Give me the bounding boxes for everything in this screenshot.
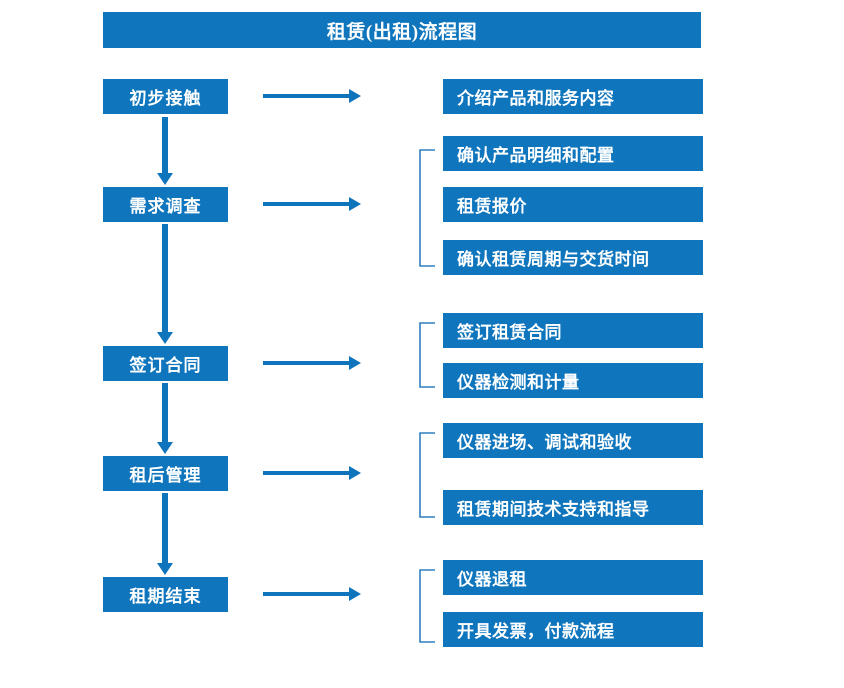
down-arrow-icon-1 [157,117,173,185]
stage-box-2[interactable]: 需求调查 [103,187,228,222]
group-bracket-3 [419,432,435,518]
detail-box-10[interactable]: 开具发票，付款流程 [443,612,703,647]
right-arrow-icon-2 [263,197,361,211]
right-arrow-icon-4 [263,466,361,480]
right-arrow-icon-5 [263,587,361,601]
down-arrow-icon-3 [157,383,173,454]
page-title: 租赁(出租)流程图 [103,12,701,48]
detail-box-7[interactable]: 仪器进场、调试和验收 [443,423,703,458]
stage-box-5[interactable]: 租期结束 [103,577,228,612]
detail-box-9[interactable]: 仪器退租 [443,560,703,595]
detail-box-1[interactable]: 介绍产品和服务内容 [443,79,703,114]
detail-box-5[interactable]: 签订租赁合同 [443,313,703,348]
down-arrow-icon-2 [157,224,173,344]
right-arrow-icon-1 [263,89,361,103]
detail-box-4[interactable]: 确认租赁周期与交货时间 [443,240,703,275]
stage-box-4[interactable]: 租后管理 [103,456,228,491]
stage-box-1[interactable]: 初步接触 [103,79,228,114]
detail-box-6[interactable]: 仪器检测和计量 [443,363,703,398]
right-arrow-icon-3 [263,356,361,370]
detail-box-2[interactable]: 确认产品明细和配置 [443,136,703,171]
group-bracket-1 [419,149,435,267]
down-arrow-icon-4 [157,493,173,575]
detail-box-3[interactable]: 租赁报价 [443,187,703,222]
detail-box-8[interactable]: 租赁期间技术支持和指导 [443,490,703,525]
stage-box-3[interactable]: 签订合同 [103,346,228,381]
group-bracket-2 [419,322,435,388]
group-bracket-4 [419,569,435,643]
